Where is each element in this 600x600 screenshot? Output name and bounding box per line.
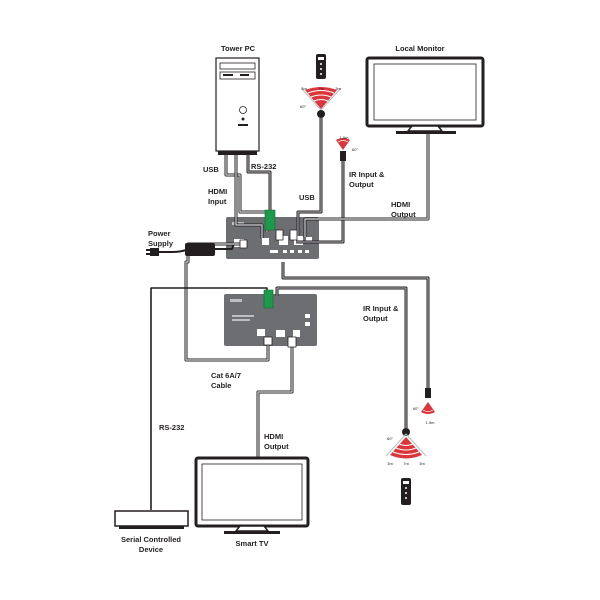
tower-pc [215, 57, 260, 155]
ir-emitter-top [336, 138, 350, 161]
power-supply-label-1: Power [148, 229, 171, 238]
remote-control-bottom [401, 478, 411, 505]
hdmi-input-label-2: Input [208, 197, 227, 206]
local-monitor-label: Local Monitor [395, 44, 444, 53]
ir-emitter-top-distance: 1.5m [340, 135, 350, 140]
rs232-left-label: RS-232 [159, 423, 184, 432]
ir-bottom-left-distance: 3m [387, 461, 393, 466]
hdmi-input-label-1: HDMI [208, 187, 227, 196]
hdmi-output-bottom-label-1: HDMI [264, 432, 283, 441]
receiver-unit [224, 294, 317, 346]
ir-bottom-right-distance: 3m [419, 461, 425, 466]
ir-top-right-distance: 3m [335, 86, 341, 91]
ir-emitter-bottom-distance: 1.5m [426, 420, 436, 425]
ir-top-left-distance: 3m [301, 86, 307, 91]
cat-cable-label-2: Cable [211, 381, 231, 390]
ir-emitter-bottom [421, 388, 435, 414]
ir-top-mid-distance: 7m [318, 86, 324, 91]
serial-device-label-1: Serial Controlled [121, 535, 181, 544]
usb-left-label: USB [203, 165, 219, 174]
cat-cable-label-1: Cat 6A/7 [211, 371, 241, 380]
rs232-top-label: RS-232 [251, 162, 276, 171]
smart-tv-label: Smart TV [236, 539, 269, 548]
ir-emitter-bottom-angle: 60° [413, 406, 419, 411]
ir-io-right-label-2: Output [363, 314, 388, 323]
ir-io-top-label-2: Output [349, 180, 374, 189]
usb-top-label: USB [299, 193, 315, 202]
hdmi-output-bottom-label-2: Output [264, 442, 289, 451]
ir-bottom-mid-distance: 7m [403, 461, 409, 466]
serial-device-label-2: Device [139, 545, 163, 554]
tower-pc-label: Tower PC [221, 44, 256, 53]
hdmi-output-top-label-1: HDMI [391, 200, 410, 209]
local-monitor [365, 56, 485, 134]
ir-top-angle: 60° [300, 104, 306, 109]
ir-io-top-label-1: IR Input & [349, 170, 385, 179]
power-supply-brick [146, 243, 215, 256]
power-supply-label-2: Supply [148, 239, 174, 248]
ir-receiver-bottom [385, 428, 427, 459]
ir-emitter-top-angle: 60° [352, 147, 358, 152]
cables [150, 118, 430, 510]
ir-bottom-angle: 60° [387, 436, 393, 441]
hdmi-output-top-label-2: Output [391, 210, 416, 219]
serial-controlled-device [114, 510, 189, 529]
ir-receiver-top [300, 87, 342, 118]
remote-control-top [316, 54, 326, 79]
smart-tv [194, 456, 310, 534]
ir-io-right-label-1: IR Input & [363, 304, 399, 313]
